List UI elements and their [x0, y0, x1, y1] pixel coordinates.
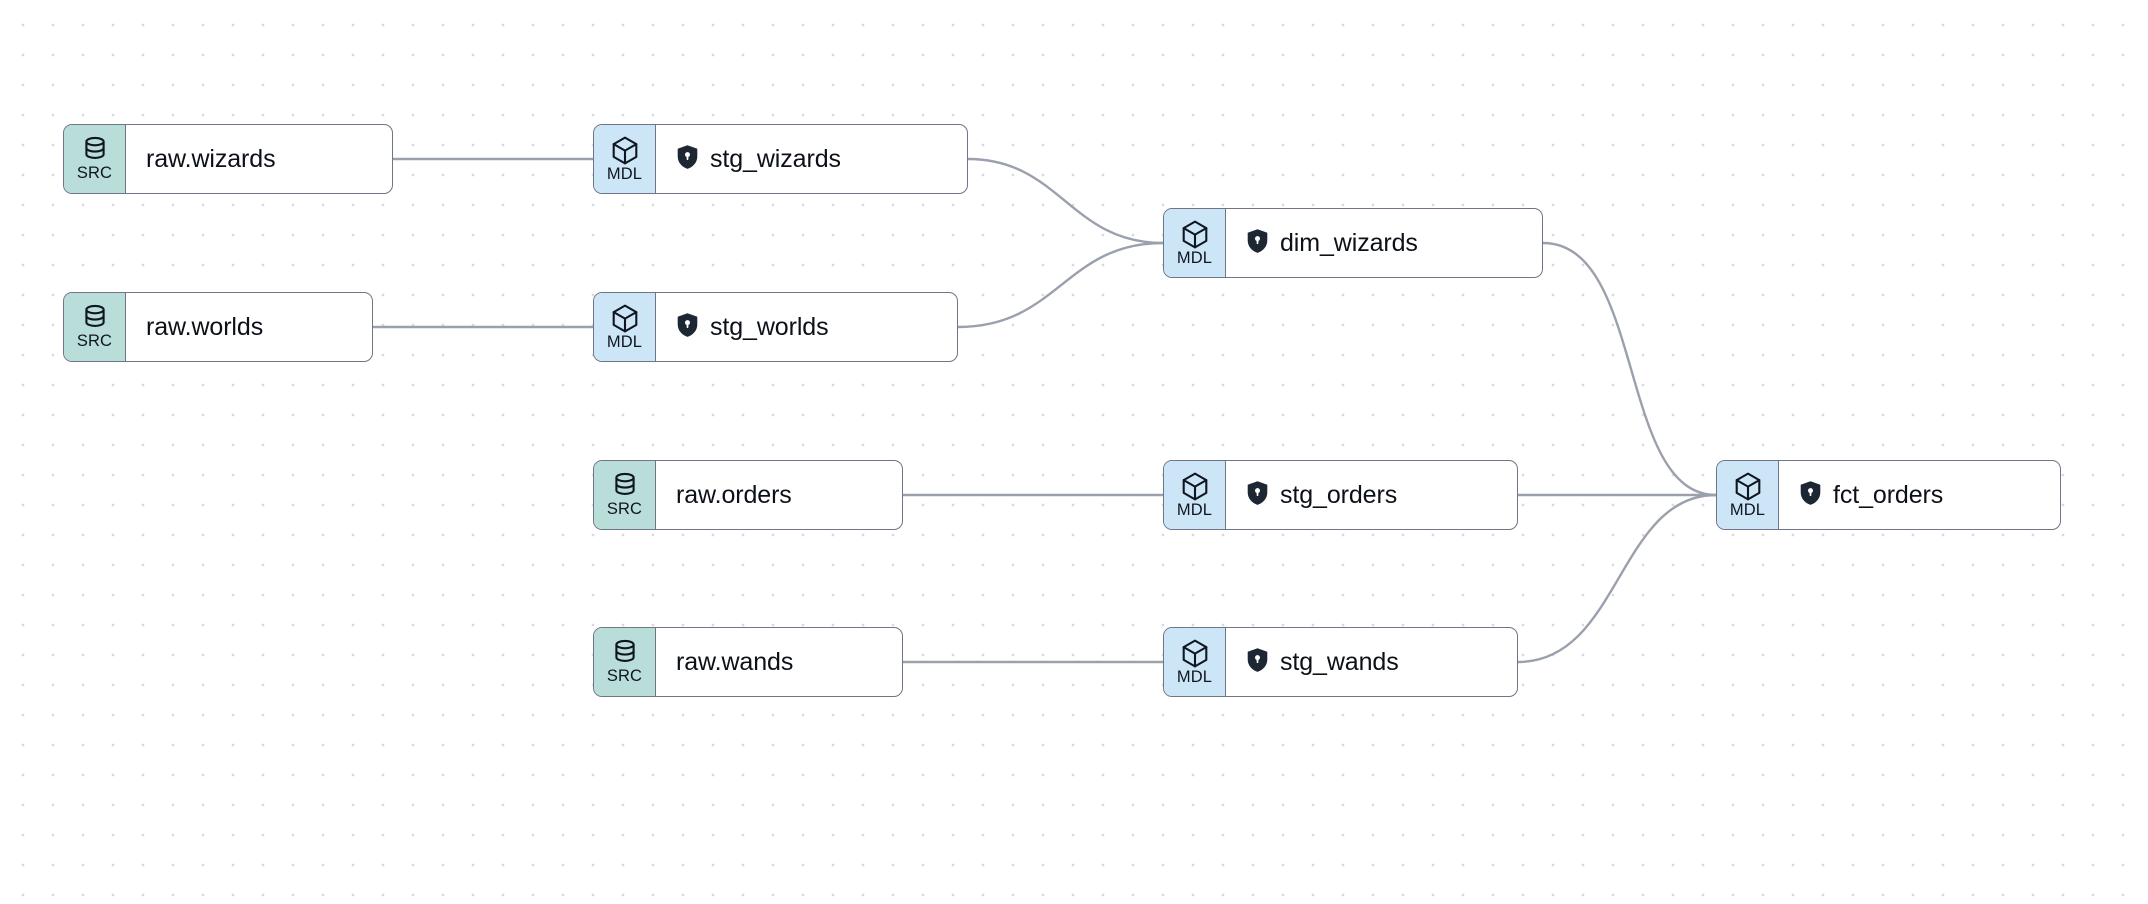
badge-label: MDL [606, 333, 643, 352]
node-label: raw.worlds [146, 312, 264, 341]
node-label: stg_wands [1280, 647, 1399, 676]
badge-label: MDL [1176, 249, 1213, 268]
node-type-badge-mdl: MDL [594, 293, 656, 361]
node-label: raw.wizards [146, 144, 276, 173]
node-label: stg_orders [1280, 480, 1398, 509]
badge-label: SRC [76, 164, 113, 183]
cube-icon [1180, 219, 1210, 249]
node-type-badge-mdl: MDL [1717, 461, 1779, 529]
node-dim-wizards[interactable]: MDL dim_wizards [1163, 208, 1543, 278]
node-type-badge-src: SRC [594, 628, 656, 696]
node-stg-wands[interactable]: MDL stg_wands [1163, 627, 1518, 697]
node-body: stg_wands [1226, 628, 1517, 696]
shield-lock-icon [1246, 228, 1269, 259]
badge-label: MDL [1176, 501, 1213, 520]
shield-lock-icon [1246, 480, 1269, 511]
node-type-badge-src: SRC [64, 293, 126, 361]
node-label: stg_wizards [710, 144, 841, 173]
node-stg-orders[interactable]: MDL stg_orders [1163, 460, 1518, 530]
node-label: raw.wands [676, 647, 794, 676]
cube-icon [1180, 471, 1210, 501]
shield-lock-icon [676, 312, 699, 343]
cube-icon [610, 303, 640, 333]
edge-stg-wizards-to-dim-wizards [966, 157, 1165, 245]
node-type-badge-src: SRC [594, 461, 656, 529]
shield-lock-icon [1246, 647, 1269, 678]
shield-lock-icon [1799, 480, 1822, 511]
edge-stg-wands-to-fct-orders [1516, 493, 1718, 664]
node-body: stg_orders [1226, 461, 1517, 529]
node-raw-wizards[interactable]: SRC raw.wizards [63, 124, 393, 194]
cube-icon [1180, 638, 1210, 668]
edge-dim-wizards-to-fct-orders [1541, 241, 1718, 497]
badge-label: SRC [606, 500, 643, 519]
node-type-badge-mdl: MDL [1164, 209, 1226, 277]
node-body: fct_orders [1779, 461, 2060, 529]
node-type-badge-mdl: MDL [1164, 628, 1226, 696]
node-raw-worlds[interactable]: SRC raw.worlds [63, 292, 373, 362]
node-body: raw.wands [656, 628, 902, 696]
node-body: dim_wizards [1226, 209, 1542, 277]
node-fct-orders[interactable]: MDL fct_orders [1716, 460, 2061, 530]
node-raw-wands[interactable]: SRC raw.wands [593, 627, 903, 697]
node-type-badge-mdl: MDL [1164, 461, 1226, 529]
node-type-badge-src: SRC [64, 125, 126, 193]
node-label: fct_orders [1833, 480, 1944, 509]
node-body: raw.wizards [126, 125, 392, 193]
database-icon [82, 304, 108, 332]
node-label: raw.orders [676, 480, 792, 509]
node-raw-orders[interactable]: SRC raw.orders [593, 460, 903, 530]
badge-label: MDL [1176, 668, 1213, 687]
node-label: stg_worlds [710, 312, 829, 341]
cube-icon [610, 135, 640, 165]
cube-icon [1733, 471, 1763, 501]
node-stg-worlds[interactable]: MDL stg_worlds [593, 292, 958, 362]
badge-label: SRC [76, 332, 113, 351]
node-body: raw.worlds [126, 293, 372, 361]
badge-label: MDL [1729, 501, 1766, 520]
node-body: stg_worlds [656, 293, 957, 361]
edge-stg-worlds-to-dim-wizards [956, 241, 1165, 329]
database-icon [612, 472, 638, 500]
node-body: stg_wizards [656, 125, 967, 193]
shield-lock-icon [676, 144, 699, 175]
node-type-badge-mdl: MDL [594, 125, 656, 193]
node-body: raw.orders [656, 461, 902, 529]
badge-label: MDL [606, 165, 643, 184]
node-stg-wizards[interactable]: MDL stg_wizards [593, 124, 968, 194]
node-label: dim_wizards [1280, 228, 1418, 257]
database-icon [82, 136, 108, 164]
database-icon [612, 639, 638, 667]
badge-label: SRC [606, 667, 643, 686]
